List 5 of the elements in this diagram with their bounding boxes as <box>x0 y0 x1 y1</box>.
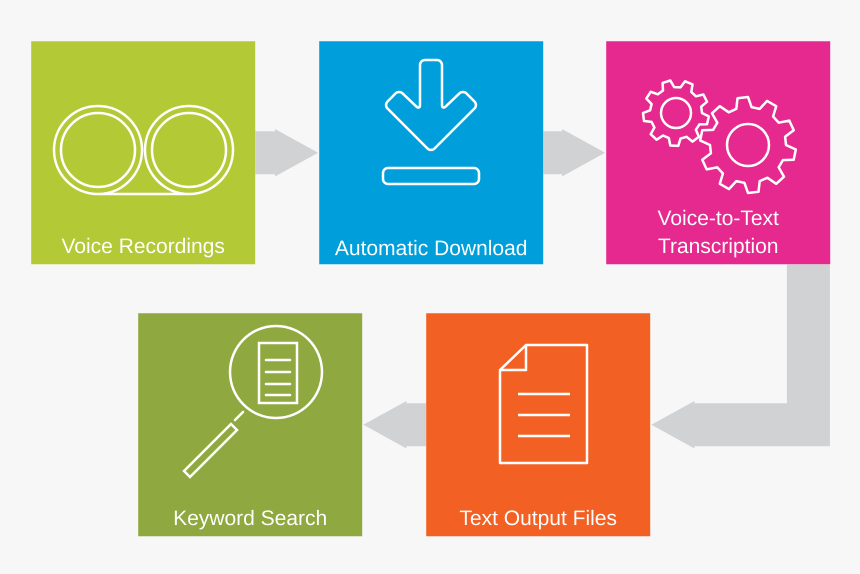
step-box: Automatic Download <box>319 41 544 264</box>
step-box: Voice-to-Text Transcription <box>606 41 830 264</box>
step-box: Keyword Search <box>138 313 362 536</box>
step-box: Text Output Files <box>426 313 650 536</box>
step-box: Voice Recordings <box>31 41 256 264</box>
